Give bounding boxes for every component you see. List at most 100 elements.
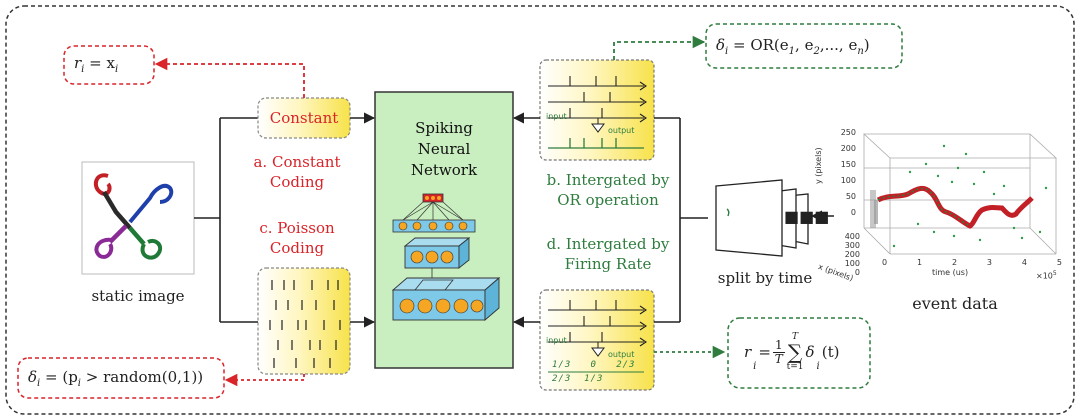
time-tick: 5 (1056, 258, 1062, 267)
rate-value: 1/3 (584, 374, 604, 384)
constant-box-label: Constant (269, 109, 339, 127)
sum-upper: T (792, 332, 799, 342)
time-axis-label: time (us) (932, 268, 969, 277)
rate-value: 1/3 (552, 360, 572, 370)
formula-part: > random(0,1)) (81, 368, 204, 386)
static-image-drawing (93, 173, 174, 260)
formula-sub: i (114, 64, 119, 75)
constant-coding-line1: a. Constant (253, 153, 341, 171)
constant-formula: ri = xi (74, 54, 118, 75)
time-exponent-base: ×10 (1036, 271, 1053, 281)
time-exponent-power: 5 (1052, 270, 1057, 277)
formula-part: δ (805, 343, 815, 361)
red-link-top (154, 57, 305, 98)
formula-part: r (74, 54, 82, 72)
rate-formula-box (727, 317, 871, 389)
y-tick: 150 (840, 160, 856, 169)
x-tick: 0 (854, 268, 860, 277)
or-formula-box (705, 23, 903, 69)
or-input-label: input (546, 112, 567, 121)
formula-part: δ (28, 368, 38, 386)
snn-title: Spiking Neural Network (375, 118, 513, 181)
x-tick: 300 (844, 241, 860, 250)
rate-decoding-line2: Firing Rate (564, 255, 652, 273)
rate-value: 2/3 (616, 360, 636, 370)
encoder-bracket (194, 117, 258, 323)
x-tick-labels: 400 300 200 100 0 (838, 232, 860, 277)
formula-sub: n (857, 46, 864, 57)
snn-title-line1: Spiking (415, 119, 473, 137)
y-tick: 200 (840, 144, 856, 153)
or-output-label: output (608, 126, 635, 135)
outer-frame (5, 5, 1075, 415)
red-link-bottom (224, 373, 305, 387)
poisson-formula-box (17, 357, 225, 399)
formula-sub: 1 (788, 46, 796, 57)
rate-values-row2: 2/3 1/3 (552, 374, 603, 384)
event-data-plot (862, 133, 1058, 255)
formula-part: r (744, 343, 752, 361)
formula-part: (t) (821, 343, 840, 361)
formula-sub: 2 (813, 46, 820, 57)
time-tick: 3 (986, 258, 992, 267)
time-tick: 4 (1021, 258, 1027, 267)
formula-sum: T ∑ t=1 (787, 332, 804, 372)
rate-decoder-diagram (548, 300, 647, 373)
formula-part: ) (863, 36, 870, 54)
formula-sub: i (81, 64, 85, 75)
or-decoding-line1: b. Intergated by (546, 171, 670, 189)
snn-title-line2: Neural (417, 140, 471, 158)
formula-sub: i (77, 378, 81, 389)
or-decoder-diagram (548, 76, 647, 149)
event-data-label: event data (912, 294, 998, 313)
green-link-top (613, 35, 706, 60)
y-tick: 100 (840, 176, 856, 185)
formula-part: , e (795, 36, 814, 54)
constant-coding-line2: Coding (269, 173, 325, 191)
rate-decoder-box (539, 289, 655, 391)
sum-lower: t=1 (786, 362, 804, 372)
formula-sub: i (37, 378, 41, 389)
y-tick-labels: 250 200 150 100 50 0 (838, 128, 856, 224)
or-decoding-line2: OR operation (557, 191, 659, 209)
split-by-time-label: split by time (717, 269, 813, 287)
y-tick: 50 (845, 192, 856, 201)
static-image-label: static image (91, 287, 185, 305)
rate-value: 0 (590, 360, 597, 370)
poisson-coding-label: c. Poisson Coding (232, 218, 362, 258)
formula-part: = (p (40, 368, 78, 386)
or-decoding-label: b. Intergated by OR operation (528, 170, 688, 210)
time-split-frames: ■■■ (715, 179, 829, 257)
decoder-bracket (654, 117, 708, 323)
fraction-denominator: T (774, 351, 783, 366)
snn-network-drawing (391, 193, 501, 321)
formula-part: δ (716, 36, 726, 54)
time-tick: 0 (882, 258, 888, 267)
formula-part: = x (84, 54, 115, 72)
or-formula: δi = OR(e1, e2,..., en) (716, 36, 870, 57)
constant-formula-box (63, 45, 155, 85)
poisson-coding-line2: Coding (269, 239, 325, 257)
time-tick-labels: 0 1 2 3 4 5 (882, 258, 1062, 267)
formula-part: = (758, 343, 771, 361)
sum-sign: ∑ (787, 340, 803, 364)
constant-coding-label: a. Constant Coding (232, 152, 362, 192)
x-tick: 100 (844, 259, 860, 268)
rate-output-label: output (608, 350, 635, 359)
time-tick: 2 (951, 258, 958, 267)
rate-value: 2/3 (552, 374, 572, 384)
rate-values-row1: 1/3 0 2/3 (552, 360, 635, 370)
fraction-numerator: 1 (772, 337, 785, 353)
formula-sub: i (816, 361, 820, 372)
y-axis-label: y (pixels) (814, 147, 823, 184)
snn-title-line3: Network (410, 161, 478, 179)
y-tick: 0 (850, 208, 856, 217)
rate-input-label: input (546, 336, 567, 345)
or-decoder-box (539, 59, 655, 161)
formula-part: = OR(e (728, 36, 789, 54)
rate-decoding-line1: d. Intergated by (546, 235, 670, 253)
time-tick: 1 (916, 258, 923, 267)
formula-fraction: 1 T (772, 337, 785, 366)
x-tick: 400 (844, 232, 860, 241)
